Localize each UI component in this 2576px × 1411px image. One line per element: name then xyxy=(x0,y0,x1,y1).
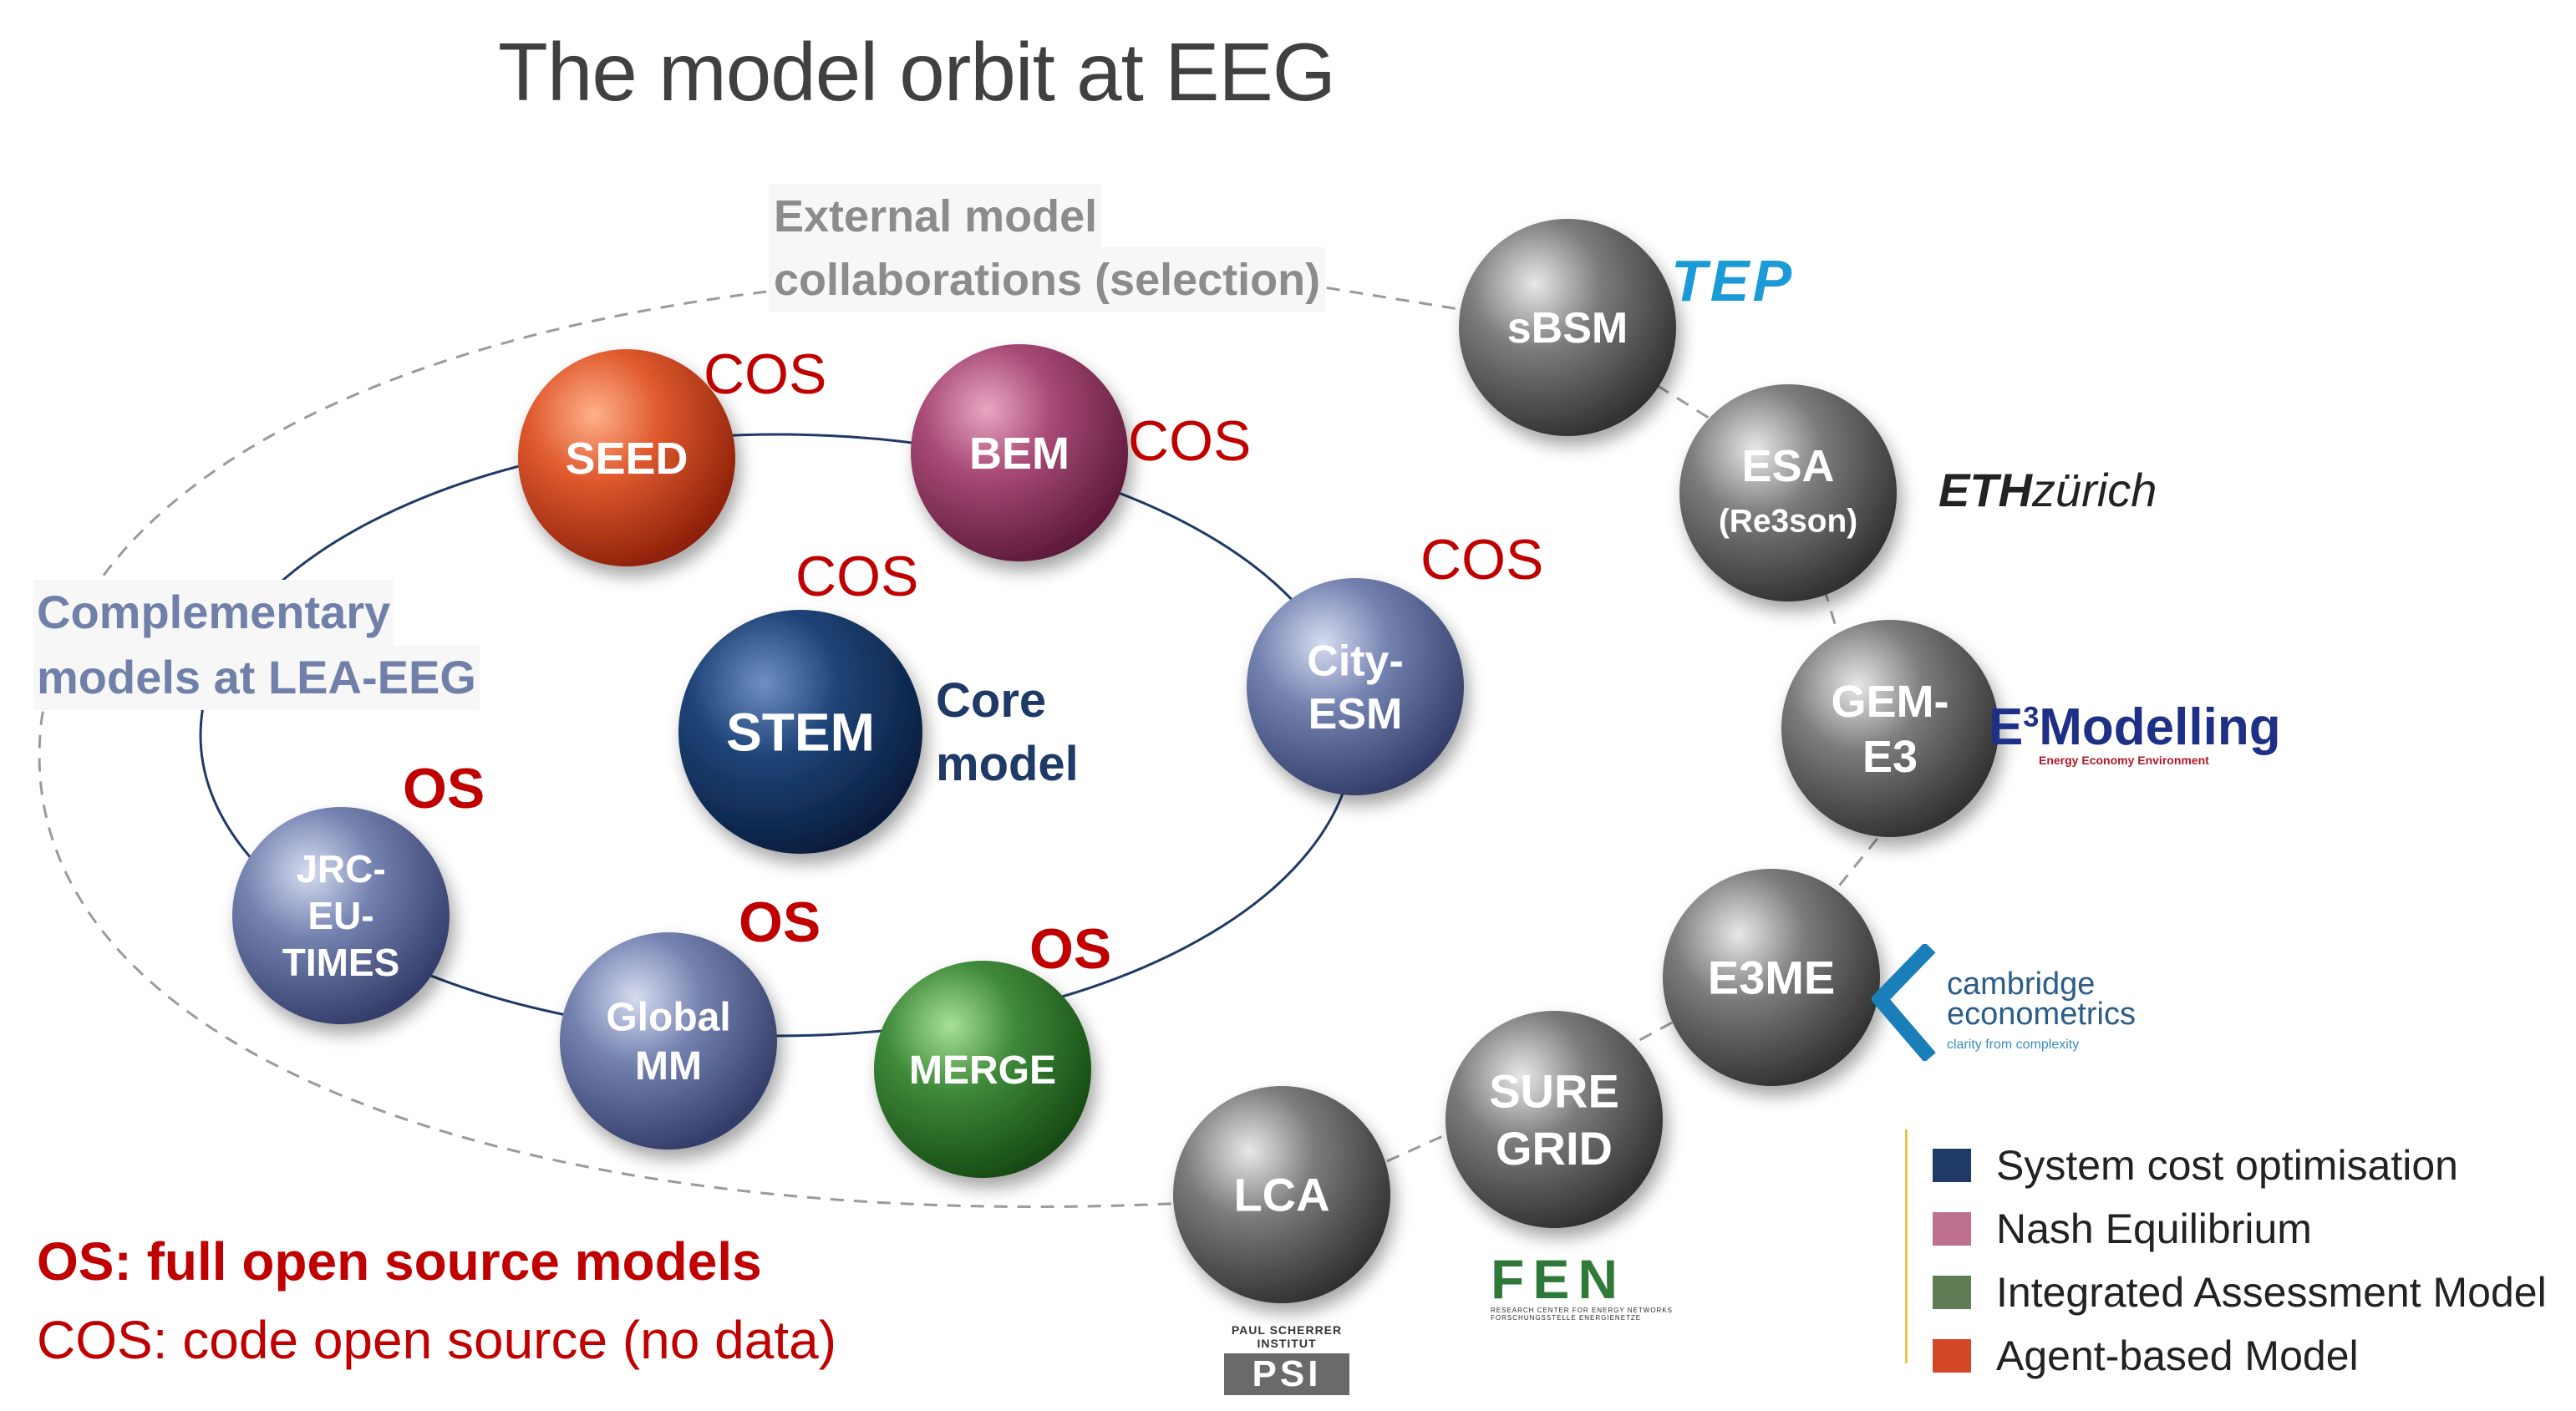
external-label-line2: collaborations (selection) xyxy=(769,247,1326,312)
psi-logo: PAUL SCHERRER INSTITUT PSI xyxy=(1203,1323,1370,1395)
external-orbit-dashed xyxy=(38,272,1304,1208)
external-label-line1: External model xyxy=(769,184,1103,249)
globalmm-license-tag: OS xyxy=(739,891,821,954)
cambridge-line1: cambridge xyxy=(1947,967,2096,1002)
city-label-line2: ESM xyxy=(1308,690,1403,738)
fen-logo: FEN RESEARCH CENTER FOR ENERGY NETWORKS … xyxy=(1491,1251,1673,1322)
model-node-city: City- ESM xyxy=(1247,578,1464,795)
globalmm-label-line2: MM xyxy=(635,1044,702,1089)
cambridge-line2: econometrics xyxy=(1947,997,2136,1032)
sbsm-label-line1: sBSM xyxy=(1507,304,1628,353)
e3modelling-logo: E3Modelling Energy Economy Environment xyxy=(1989,698,2281,768)
bem-label-line1: BEM xyxy=(969,429,1070,479)
legend-label-system-cost: System cost optimisation xyxy=(1996,1142,2458,1189)
legend: System cost optimisation Nash Equilibriu… xyxy=(1905,1129,2576,1379)
eth-zurich-logo: ETHzürich xyxy=(1938,463,2157,517)
jrc-label-line3: TIMES xyxy=(282,941,400,984)
model-node-bem: BEM xyxy=(911,344,1128,561)
esa-label-line2: (Re3son) xyxy=(1719,504,1857,540)
jrc-label-line1: JRC- xyxy=(296,847,385,891)
tep-logo: TEP xyxy=(1671,248,1796,313)
model-node-esa: ESA (Re3son) xyxy=(1679,384,1897,601)
model-node-stem: STEM xyxy=(678,610,922,854)
legend-label-agent-based: Agent-based Model xyxy=(1996,1332,2359,1379)
legend-label-iam: Integrated Assessment Model xyxy=(1996,1269,2547,1316)
seed-license-tag: COS xyxy=(704,343,827,406)
model-node-lca: LCA xyxy=(1173,1086,1390,1303)
legend-swatch-agent-based xyxy=(1933,1339,1971,1373)
legend-item-iam: Integrated Assessment Model xyxy=(1933,1266,2547,1318)
os-note: OS: full open source models xyxy=(37,1231,762,1292)
seed-sphere xyxy=(518,349,735,566)
city-label-line1: City- xyxy=(1307,637,1404,685)
cambridge-tagline: clarity from complexity xyxy=(1947,1038,2080,1052)
seed-label-line1: SEED xyxy=(565,434,688,484)
legend-swatch-iam xyxy=(1933,1276,1971,1309)
model-node-sbsm: sBSM xyxy=(1459,219,1676,436)
model-node-merge: MERGE xyxy=(874,961,1091,1178)
legend-item-agent-based: Agent-based Model xyxy=(1933,1330,2359,1382)
e3me-label-line1: E3ME xyxy=(1708,952,1836,1004)
lca-sphere xyxy=(1173,1086,1390,1303)
legend-swatch-system-cost xyxy=(1933,1149,1971,1182)
core-label-line2: model xyxy=(936,737,1079,791)
fen-sub2: FORSCHUNGSSTELLE ENERGIENETZE xyxy=(1491,1314,1642,1322)
jrc-sphere xyxy=(232,807,450,1024)
merge-label-line1: MERGE xyxy=(909,1048,1056,1093)
model-node-jrc: JRC-EU-TIMES xyxy=(232,807,450,1024)
stem-label-line1: STEM xyxy=(726,702,875,762)
suregrid-sphere xyxy=(1446,1011,1663,1228)
psi-top: PAUL SCHERRER INSTITUT xyxy=(1231,1323,1343,1350)
geme3-label-line1: GEM- xyxy=(1832,677,1949,727)
city-license-tag: COS xyxy=(1420,528,1544,591)
eth-logo-bold: ETH xyxy=(1938,464,2032,516)
geme3-label-line2: E3 xyxy=(1862,732,1918,782)
model-node-e3me: E3ME xyxy=(1663,869,1880,1086)
esa-sphere xyxy=(1679,384,1897,601)
sbsm-sphere xyxy=(1459,219,1676,436)
merge-sphere xyxy=(874,961,1091,1178)
stem-sphere xyxy=(678,610,922,854)
cambridge-chevron-icon xyxy=(1872,944,1936,1061)
merge-license-tag: OS xyxy=(1029,917,1112,981)
model-node-seed: SEED xyxy=(518,349,735,566)
page-title: The model orbit at EEG xyxy=(498,26,1336,118)
complementary-label-line2: models at LEA-EEG xyxy=(33,645,480,710)
globalmm-sphere xyxy=(560,932,777,1150)
legend-swatch-nash xyxy=(1933,1212,1971,1246)
bem-sphere xyxy=(911,344,1128,561)
legend-item-system-cost: System cost optimisation xyxy=(1933,1139,2458,1191)
esa-label-line1: ESA xyxy=(1741,441,1834,491)
bem-license-tag: COS xyxy=(1128,409,1252,473)
geme3-sphere xyxy=(1781,620,1999,837)
cambridge-econometrics-logo: cambridge econometrics clarity from comp… xyxy=(1872,944,2172,1061)
e3modelling-sub: Energy Economy Environment xyxy=(2039,754,2209,767)
legend-item-nash: Nash Equilibrium xyxy=(1933,1203,2312,1255)
eth-logo-zurich: zürich xyxy=(2032,464,2157,516)
fen-sub1: RESEARCH CENTER FOR ENERGY NETWORKS xyxy=(1491,1307,1673,1314)
complementary-label-line1: Complementary xyxy=(33,580,394,645)
jrc-label-line2: EU- xyxy=(307,894,373,937)
lca-label-line1: LCA xyxy=(1233,1169,1329,1221)
model-node-geme3: GEM-E3 xyxy=(1781,620,1999,837)
legend-label-nash: Nash Equilibrium xyxy=(1996,1205,2312,1252)
suregrid-label-line1: SURE xyxy=(1489,1064,1619,1117)
globalmm-label-line1: Global xyxy=(606,996,730,1040)
e3modelling-main: Modelling xyxy=(2039,698,2281,756)
core-label-line1: Core xyxy=(936,673,1047,728)
stem-license-tag: COS xyxy=(795,545,919,608)
e3modelling-sup: 3 xyxy=(2023,701,2040,733)
psi-main: PSI xyxy=(1224,1353,1349,1395)
fen-main: FEN xyxy=(1491,1248,1626,1310)
city-sphere xyxy=(1247,578,1464,795)
jrc-license-tag: OS xyxy=(403,757,485,820)
suregrid-label-line2: GRID xyxy=(1496,1122,1613,1175)
cos-note: COS: code open source (no data) xyxy=(37,1310,836,1370)
e3me-sphere xyxy=(1663,869,1880,1086)
